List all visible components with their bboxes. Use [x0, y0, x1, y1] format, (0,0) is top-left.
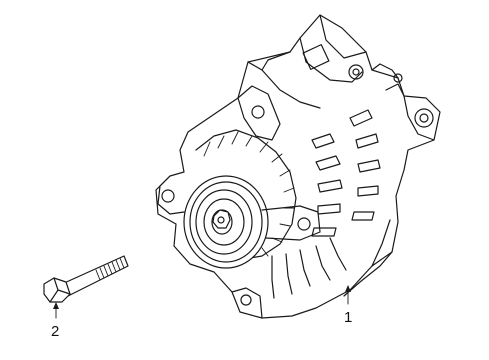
alternator-icon	[155, 14, 441, 319]
callout-label-2: 2	[51, 323, 59, 340]
bolt-icon	[43, 255, 129, 303]
callout-label-1: 1	[344, 309, 352, 326]
callout-2: 2	[51, 302, 59, 340]
callout-1: 1	[344, 285, 352, 326]
